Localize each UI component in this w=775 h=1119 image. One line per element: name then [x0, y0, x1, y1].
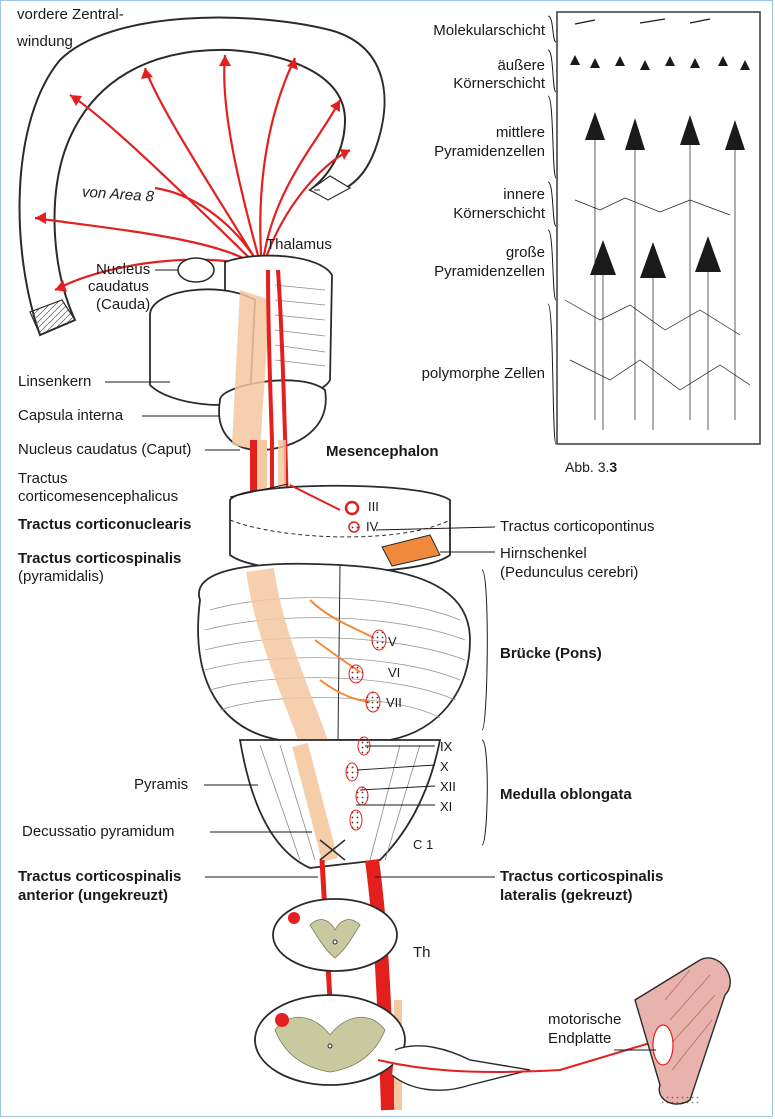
label-thalamus: Thalamus: [266, 236, 332, 254]
layer-grosse-2: Pyramidenzellen: [395, 263, 545, 281]
label-pedunculus: (Pedunculus cerebri): [500, 564, 638, 582]
label-corticopontinus: Tractus corticopontinus: [500, 518, 655, 536]
label-nerve-IX: IX: [440, 738, 452, 756]
label-motorische: motorische: [548, 1011, 621, 1029]
label-th: Th: [413, 944, 431, 962]
layer-innere-1: innere: [395, 186, 545, 204]
caption-number: 3: [609, 459, 617, 475]
label-vordere-zentral: vordere Zentral-: [17, 6, 124, 24]
label-pyramis: Pyramis: [134, 776, 188, 794]
label-medulla: Medulla oblongata: [500, 786, 632, 804]
label-nucleus: Nucleus: [96, 261, 150, 279]
label-cs-lateralis-2: lateralis (gekreuzt): [500, 887, 633, 905]
label-corticospinalis: Tractus corticospinalis: [18, 550, 181, 568]
label-nerve-IV: IV: [366, 518, 378, 536]
region-brackets: [482, 570, 487, 845]
layer-molekular: Molekularschicht: [395, 22, 545, 40]
layer-polymorphe: polymorphe Zellen: [380, 365, 545, 383]
layer-aeussere-1: äußere: [395, 57, 545, 75]
label-cs-anterior-1: Tractus corticospinalis: [18, 868, 181, 886]
label-nerve-III: III: [368, 498, 379, 516]
label-cs-anterior-2: anterior (ungekreuzt): [18, 887, 168, 905]
layer-mittlere-1: mittlere: [395, 124, 545, 142]
label-cs-lateralis-1: Tractus corticospinalis: [500, 868, 663, 886]
basal-ganglia-block: [150, 256, 332, 451]
label-endplatte: Endplatte: [548, 1030, 611, 1048]
label-corticonuclearis: Tractus corticonuclearis: [18, 516, 191, 534]
label-decussatio: Decussatio pyramidum: [22, 823, 175, 841]
layer-mittlere-2: Pyramidenzellen: [395, 143, 545, 161]
medulla-block: [240, 737, 440, 868]
label-nerve-V: V: [388, 633, 397, 651]
cortex-layers: [548, 12, 760, 444]
label-corticomesencephalicus: corticomesencephalicus: [18, 488, 178, 506]
spinal-cord-section-th: [273, 899, 397, 971]
label-c1: C 1: [413, 836, 433, 854]
figure-caption: Abb. 3.3: [565, 458, 617, 476]
label-nerve-X: X: [440, 758, 449, 776]
label-mesencephalon: Mesencephalon: [326, 443, 439, 461]
label-linsenkern: Linsenkern: [18, 373, 91, 391]
label-capsula-interna: Capsula interna: [18, 407, 123, 425]
label-nucleus-caput: Nucleus caudatus (Caput): [18, 441, 191, 459]
layer-innere-2: Körnerschicht: [395, 205, 545, 223]
layer-aeussere-2: Körnerschicht: [395, 75, 545, 93]
muscle-fiber: [635, 958, 730, 1105]
label-nerve-VII: VII: [386, 694, 402, 712]
pons-block: [198, 564, 470, 760]
layer-grosse-1: große: [395, 244, 545, 262]
label-tractus: Tractus: [18, 470, 67, 488]
label-bruecke: Brücke (Pons): [500, 645, 602, 663]
label-nerve-VI: VI: [388, 664, 400, 682]
label-nerve-XII: XII: [440, 778, 456, 796]
label-cauda: (Cauda): [96, 296, 150, 314]
label-nerve-XI: XI: [440, 798, 452, 816]
caption-prefix: Abb. 3.: [565, 459, 609, 475]
label-windung: windung: [17, 33, 73, 51]
label-caudatus: caudatus: [88, 278, 149, 296]
label-pyramidalis: (pyramidalis): [18, 568, 104, 586]
label-hirnschenkel: Hirnschenkel: [500, 545, 587, 563]
